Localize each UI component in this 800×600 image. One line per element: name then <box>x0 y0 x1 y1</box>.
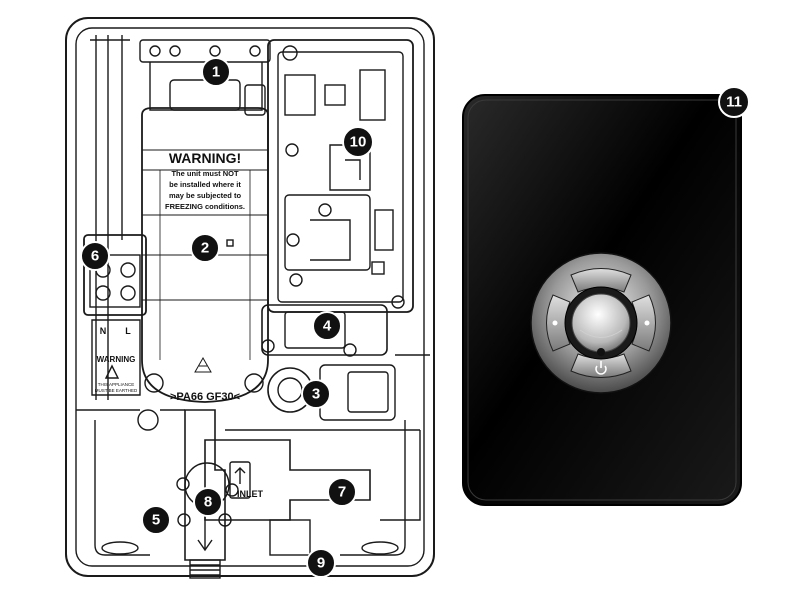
callout-5: 5 <box>141 505 171 535</box>
svg-text:6: 6 <box>91 248 99 265</box>
unit-backplate <box>65 17 435 577</box>
terminal-fine-print-1: THIS APPLIANCE <box>98 382 135 387</box>
callout-4: 4 <box>312 311 342 341</box>
terminal-labels: N L WARNING THIS APPLIANCE MUST BE EARTH… <box>95 326 138 393</box>
svg-text:5: 5 <box>152 512 160 529</box>
terminal-fine-print-2: MUST BE EARTHED <box>95 388 138 393</box>
svg-text:8: 8 <box>204 494 212 511</box>
terminal-warning-label: WARNING <box>97 355 136 364</box>
power-icon <box>595 361 607 375</box>
warning-line-4: FREEZING conditions. <box>165 202 245 211</box>
svg-text:4: 4 <box>323 318 332 335</box>
warning-line-2: be installed where it <box>169 180 241 189</box>
material-label: >PA66 GF30< <box>170 391 240 403</box>
svg-text:9: 9 <box>317 555 325 572</box>
inlet-label: INLET <box>237 489 264 499</box>
callout-2: 2 <box>190 233 220 263</box>
live-label: L <box>125 326 131 336</box>
callout-6: 6 <box>80 241 110 271</box>
heater-tank <box>141 107 269 403</box>
recycle-symbol <box>194 356 212 373</box>
svg-text:7: 7 <box>338 484 346 501</box>
temperature-dial[interactable] <box>571 293 631 353</box>
tank-warning-label: WARNING! The unit must NOT be installed … <box>165 150 245 403</box>
warning-line-3: may be subjected to <box>169 191 242 200</box>
svg-text:10: 10 <box>350 134 367 151</box>
svg-text:3: 3 <box>312 386 320 403</box>
terminal-block <box>83 234 147 316</box>
outlet-pipe <box>184 409 226 561</box>
svg-text:2: 2 <box>201 240 209 257</box>
callout-3: 3 <box>301 379 331 409</box>
inlet-pipe <box>204 439 371 521</box>
control-panel <box>462 94 742 506</box>
warning-title: WARNING! <box>169 150 241 166</box>
callout-1: 1 <box>201 57 231 87</box>
solenoid-valve <box>261 304 388 356</box>
svg-text:1: 1 <box>212 64 220 81</box>
pcb-enclosure <box>267 39 414 313</box>
open-unit <box>65 17 435 579</box>
callout-11: 11 <box>718 86 750 118</box>
callout-8: 8 <box>193 487 223 517</box>
svg-text:11: 11 <box>726 94 742 111</box>
left-button-dot-icon <box>552 320 558 326</box>
callout-9: 9 <box>306 548 336 578</box>
callout-7: 7 <box>327 477 357 507</box>
warning-line-1: The unit must NOT <box>171 169 238 178</box>
neutral-label: N <box>100 326 107 336</box>
callout-10: 10 <box>342 126 374 158</box>
right-button-dot-icon <box>644 320 650 326</box>
